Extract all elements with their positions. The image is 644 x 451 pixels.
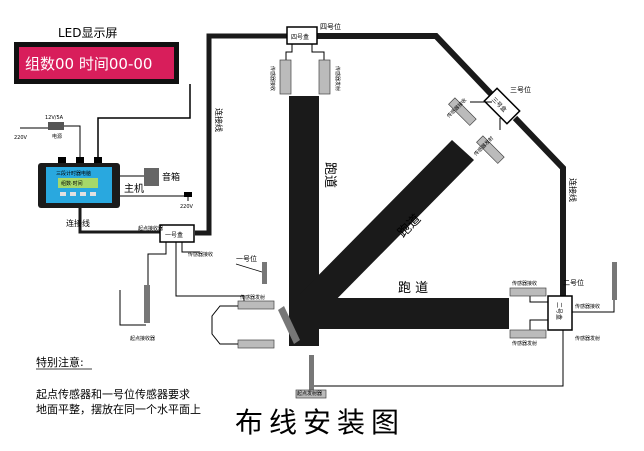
pos1-sensor-upper (237, 300, 275, 310)
adapter-to-host-cord (64, 125, 81, 160)
pos1-label: 一号位 (236, 254, 257, 263)
power-adapter-sub: 电源 (52, 133, 62, 140)
box2-pole (612, 262, 617, 300)
host-panel-key-2 (70, 192, 76, 196)
led-screen-text: 组数00 时间00-00 (25, 55, 152, 73)
box4-to-box3-cable (316, 33, 495, 98)
left-link-label: 连接线 (214, 108, 224, 132)
pos2-label: 二号位 (563, 278, 584, 287)
start-receiver-pole (144, 285, 150, 323)
host-panel-lcd-text: 组数·时间 (61, 180, 83, 187)
box1-frame (159, 224, 195, 243)
host-to-box1-cable (78, 208, 160, 234)
led-display-screen (19, 47, 174, 79)
host-label: 主机 (124, 182, 144, 195)
speaker-icon (144, 168, 159, 186)
box1-start-receiver-label: 起点接收器 (138, 225, 163, 232)
start-emitter-pole (309, 355, 314, 390)
box4-sensor-left (279, 59, 292, 95)
host-panel-key-3 (80, 192, 86, 196)
box4-frame (286, 26, 318, 45)
box2-sensor-emitter (509, 329, 547, 339)
box2-sensor-receiver (509, 287, 547, 297)
host-panel-key-1 (60, 192, 66, 196)
host-panel-lcd (58, 178, 98, 188)
notice-line-2: 地面平整，摆放在同一个水平面上 (36, 402, 201, 416)
track-label-vertical: 跑道 (322, 162, 337, 188)
pos4-label: 四号位 (320, 22, 341, 31)
box4-sensor-right (318, 59, 331, 95)
box2-frame (547, 295, 573, 331)
speaker-label: 音箱 (162, 171, 180, 183)
track-label-horizontal: 跑 道 (398, 281, 428, 296)
box1-to-sensor-receiver-cable (181, 242, 200, 253)
power-adapter-label: 12V/5A (45, 115, 64, 121)
power-adapter-icon (48, 122, 64, 130)
box4-sensor-right-label: 传感器发射 (334, 66, 341, 91)
notice-heading: 特别注意: (36, 355, 84, 369)
host-panel-title: 三段计时器电脑 (56, 170, 91, 177)
box2-wire-receiver (529, 296, 548, 303)
mains-label-left: 220V (14, 135, 28, 141)
box2-sensor-emitter-label: 传感器发射 (512, 340, 537, 347)
host-mains-plug (184, 192, 192, 197)
box2-pole-sub-label: 传感器发射 (575, 335, 600, 342)
box1-sensor-receiver-label: 传感器接收 (188, 251, 213, 258)
host-panel-key-4 (90, 192, 96, 196)
start-emitter-base (295, 389, 327, 399)
start-line-marker (278, 306, 300, 344)
box2-to-start-emitter-cable (311, 330, 564, 390)
host-port-3 (94, 157, 102, 163)
pos1-sensor-lower (237, 339, 275, 349)
host-port-2 (76, 157, 84, 163)
box1-to-box4-cable (195, 33, 288, 236)
box3-sensor-upper (448, 97, 477, 126)
box4-sensor-left-label: 传感器接收 (269, 66, 276, 91)
mains-label-right: 220V (180, 204, 194, 210)
right-link-label: 连接线 (568, 178, 578, 202)
box1-to-start-receiver-cable (147, 242, 167, 285)
host-mains-cord (120, 195, 189, 201)
led-title: LED显示屏 (58, 26, 118, 40)
box3-frame (483, 87, 521, 125)
host-to-led-cable (97, 84, 191, 157)
start-emitter-label: 起点发射器 (297, 390, 322, 397)
track-horizontal (289, 298, 509, 329)
box4-wire-right (311, 44, 325, 60)
box3-sensor-lower (476, 135, 505, 164)
pos1-pole (262, 262, 267, 284)
bottom-link-label: 连接线 (66, 218, 90, 228)
box1-pos1-emitter-label: 传感器发射 (240, 294, 265, 301)
box2-pole-label: 传感器接收 (575, 303, 600, 310)
box3: 三号盒 (483, 87, 521, 125)
diagram-title: 布线安装图 (235, 406, 405, 439)
box2-sensor-receiver-label: 传感器接收 (512, 280, 537, 287)
box4-label: 四号盒 (291, 33, 309, 41)
box1-label: 一号盒 (165, 231, 183, 239)
pos1-leader (235, 263, 263, 273)
box3-to-box2-cable (512, 115, 566, 300)
notice-line-1: 起点传感器和一号位传感器要求 (36, 387, 190, 401)
pos3-label: 三号位 (510, 85, 531, 94)
start-receiver-label: 起点接收器 (130, 335, 155, 342)
start-receiver-base-wire (119, 290, 146, 326)
host-port-1 (58, 157, 66, 163)
box1-to-pos1-cable (175, 242, 245, 301)
box4-wire-left (285, 44, 293, 60)
track-diagonal (294, 140, 474, 318)
pos1-loop-cable (211, 305, 238, 345)
box2-to-pole-cable (572, 300, 615, 313)
box2-label: 二号盒 (555, 302, 563, 320)
box2-wire-emitter (529, 319, 548, 330)
